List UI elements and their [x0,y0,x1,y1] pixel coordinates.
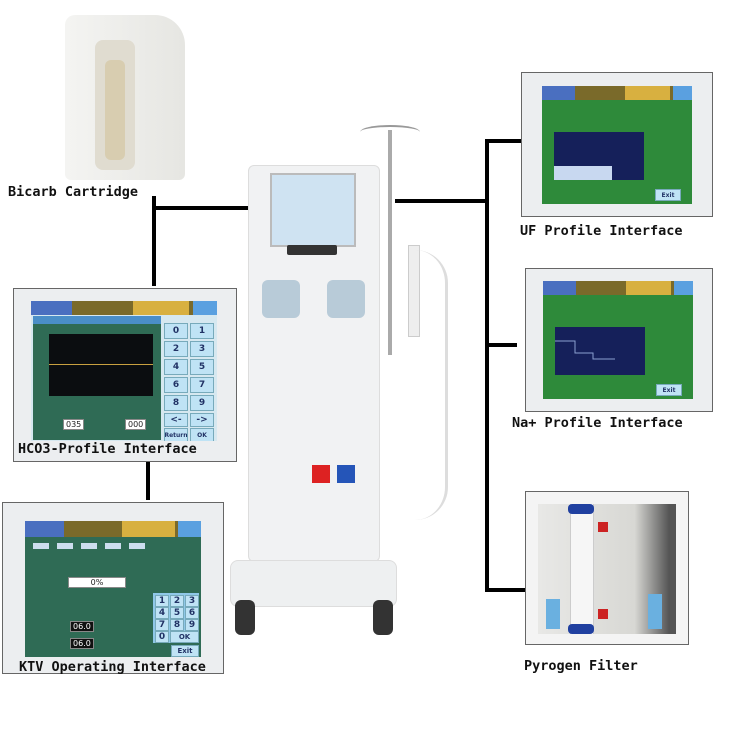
keypad-key[interactable]: 8 [170,619,184,631]
hco3-time-field[interactable]: 000 [125,419,147,430]
ktv-screen: 0% 06.0 06.0 1 2 3 4 5 6 7 8 9 0 OK Exit [25,521,201,657]
hco3-profile-panel: 035 000 0 1 2 3 4 5 6 7 8 9 <- -> Return… [13,288,237,462]
keypad-key[interactable]: 7 [190,377,214,393]
keypad-ok[interactable]: OK [170,631,199,643]
dialysis-machine-image [225,125,485,640]
connector-line [485,139,521,143]
exit-button[interactable]: Exit [171,645,199,657]
na-screen: Exit [543,281,693,399]
keypad-key[interactable]: 6 [164,377,188,393]
ok-button[interactable]: OK [190,428,214,441]
connector-line [152,196,156,286]
pre-dialysis-field[interactable]: 06.0 [70,621,94,632]
blood-pump [327,280,365,318]
machine-screen [270,173,356,247]
uf-profile-plot [554,132,644,180]
hco3-profile-plot [49,334,153,396]
pyrogen-filter-label: Pyrogen Filter [524,658,638,674]
keypad-key[interactable]: 0 [164,323,188,339]
pyrogen-filter-panel: Pyrogen Filter [524,491,689,674]
keypad-key[interactable]: <- [164,413,188,427]
ktv-label: KTV Operating Interface [19,659,206,675]
keypad-key[interactable]: 0 [155,631,169,643]
post-dialysis-field[interactable]: 06.0 [70,638,94,649]
hco3-profile-label: HCO3-Profile Interface [18,441,197,457]
keypad-key[interactable]: 2 [170,595,184,607]
keypad-key[interactable]: 4 [155,607,169,619]
ktv-progress: 0% [68,577,126,588]
uf-profile-label: UF Profile Interface [520,223,683,239]
keypad-key[interactable]: 7 [155,619,169,631]
exit-button[interactable]: Exit [655,189,681,201]
connector-line [485,343,517,347]
iv-pole [388,130,392,355]
connector-line [395,199,487,203]
hco3-screen: 035 000 0 1 2 3 4 5 6 7 8 9 <- -> Return… [31,301,217,441]
keypad-key[interactable]: 9 [185,619,199,631]
bicarb-cartridge-image [65,15,185,180]
connector-line [146,460,150,500]
keypad-key[interactable]: 6 [185,607,199,619]
uf-screen: Exit [542,86,692,204]
keypad-key[interactable]: 2 [164,341,188,357]
na-profile-label: Na+ Profile Interface [512,415,683,431]
ktv-panel: 0% 06.0 06.0 1 2 3 4 5 6 7 8 9 0 OK Exit… [2,502,224,675]
na-profile-plot [555,327,645,375]
pyrogen-filter-image [538,504,676,634]
connector-line [152,206,250,210]
keypad-key[interactable]: 1 [155,595,169,607]
keypad-key[interactable]: 9 [190,395,214,411]
return-button[interactable]: Return [164,428,188,441]
exit-button[interactable]: Exit [656,384,682,396]
na-profile-panel: Exit Na+ Profile Interface [512,268,713,431]
keypad-key[interactable]: 4 [164,359,188,375]
keypad-key[interactable]: 5 [170,607,184,619]
keypad-key[interactable]: 1 [190,323,214,339]
keypad-key[interactable]: 3 [185,595,199,607]
keypad-key[interactable]: 5 [190,359,214,375]
uf-profile-panel: Exit UF Profile Interface [520,72,713,239]
connector-line [485,140,489,592]
keypad-key[interactable]: 8 [164,395,188,411]
keypad-key[interactable]: 3 [190,341,214,357]
keypad-key[interactable]: -> [190,413,214,427]
hco3-value-field[interactable]: 035 [63,419,85,430]
blood-pump [262,280,300,318]
bicarb-cartridge-label: Bicarb Cartridge [8,184,139,200]
connector-line [485,588,525,592]
